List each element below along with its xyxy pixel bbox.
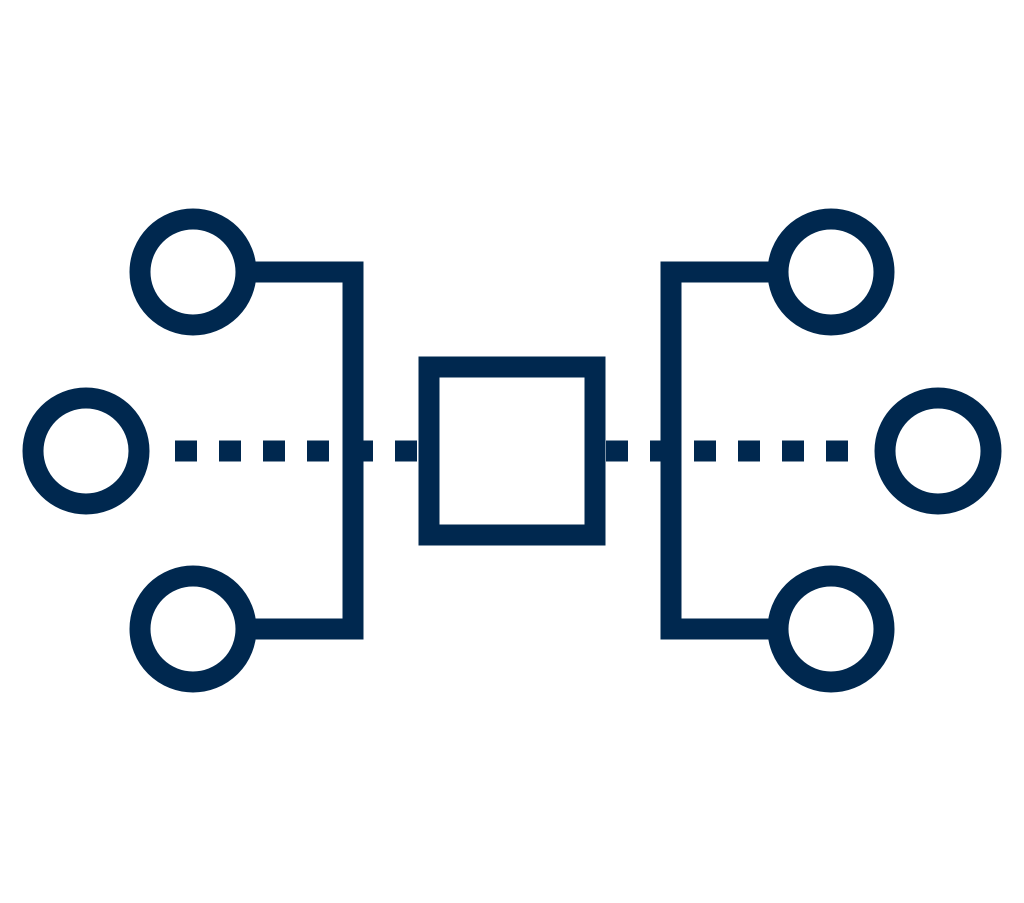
node-left-top (129, 208, 257, 336)
node-left-middle (22, 387, 150, 515)
node-right-bottom (767, 565, 895, 693)
node-right-top (767, 208, 895, 336)
central-hub-node (418, 356, 606, 546)
node-right-middle (874, 387, 1002, 515)
bracket-left (246, 261, 364, 640)
node-left-bottom (129, 565, 257, 693)
bracket-right (660, 261, 778, 640)
